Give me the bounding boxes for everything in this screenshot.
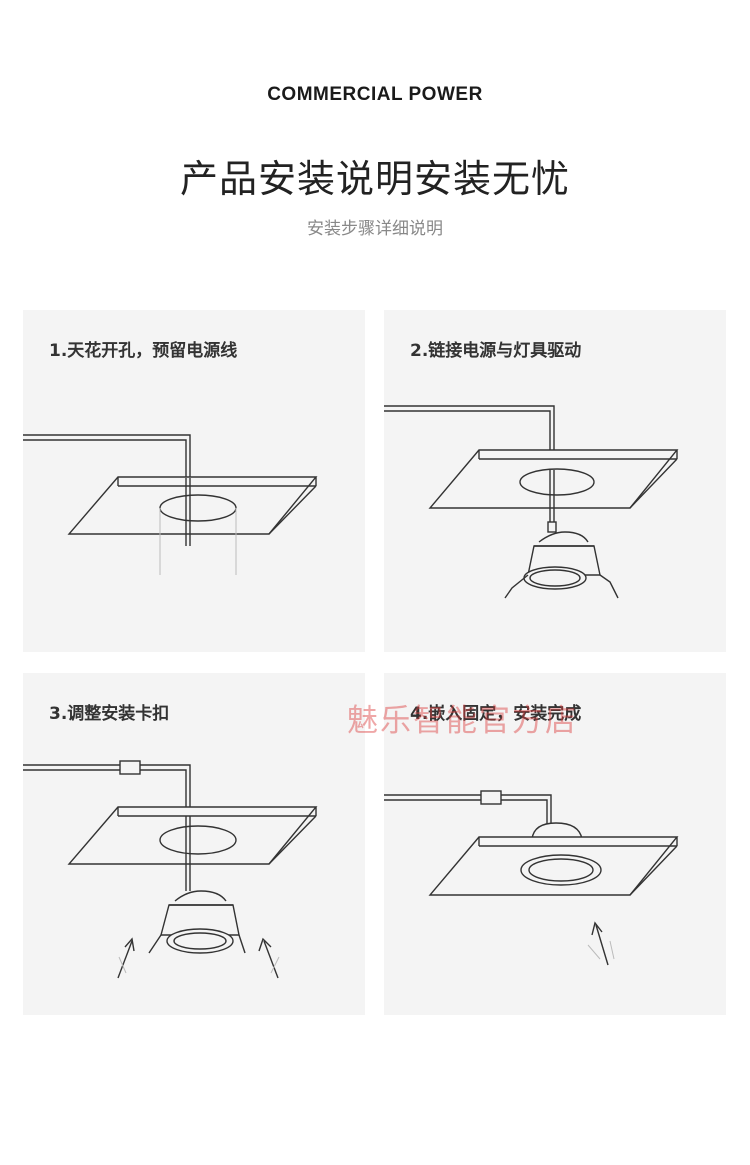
step-1-illustration bbox=[23, 434, 318, 575]
step-1-panel: 1.天花开孔，预留电源线 bbox=[23, 310, 365, 652]
step-1-label: 1.天花开孔，预留电源线 bbox=[49, 341, 238, 361]
step-3-panel: 3.调整安装卡扣 bbox=[23, 673, 365, 1015]
step-4-illustration bbox=[384, 790, 679, 966]
step-3-label: 3.调整安装卡扣 bbox=[49, 704, 170, 724]
step-2-label: 2.链接电源与灯具驱动 bbox=[410, 341, 582, 361]
shop-watermark: 魅乐智能官方店 bbox=[347, 703, 578, 739]
page-subtitle: 安装步骤详细说明 bbox=[307, 219, 443, 239]
step-2-panel: 2.链接电源与灯具驱动 bbox=[384, 310, 726, 652]
page-title: 产品安装说明安装无忧 bbox=[179, 157, 570, 201]
brand-title: COMMERCIAL POWER bbox=[267, 84, 483, 105]
step-3-illustration bbox=[23, 760, 318, 979]
step-4-label: 4.嵌入固定，安装完成 bbox=[410, 704, 582, 724]
step-4-panel: 4.嵌入固定，安装完成 bbox=[384, 673, 726, 1015]
step-2-illustration bbox=[384, 405, 679, 599]
